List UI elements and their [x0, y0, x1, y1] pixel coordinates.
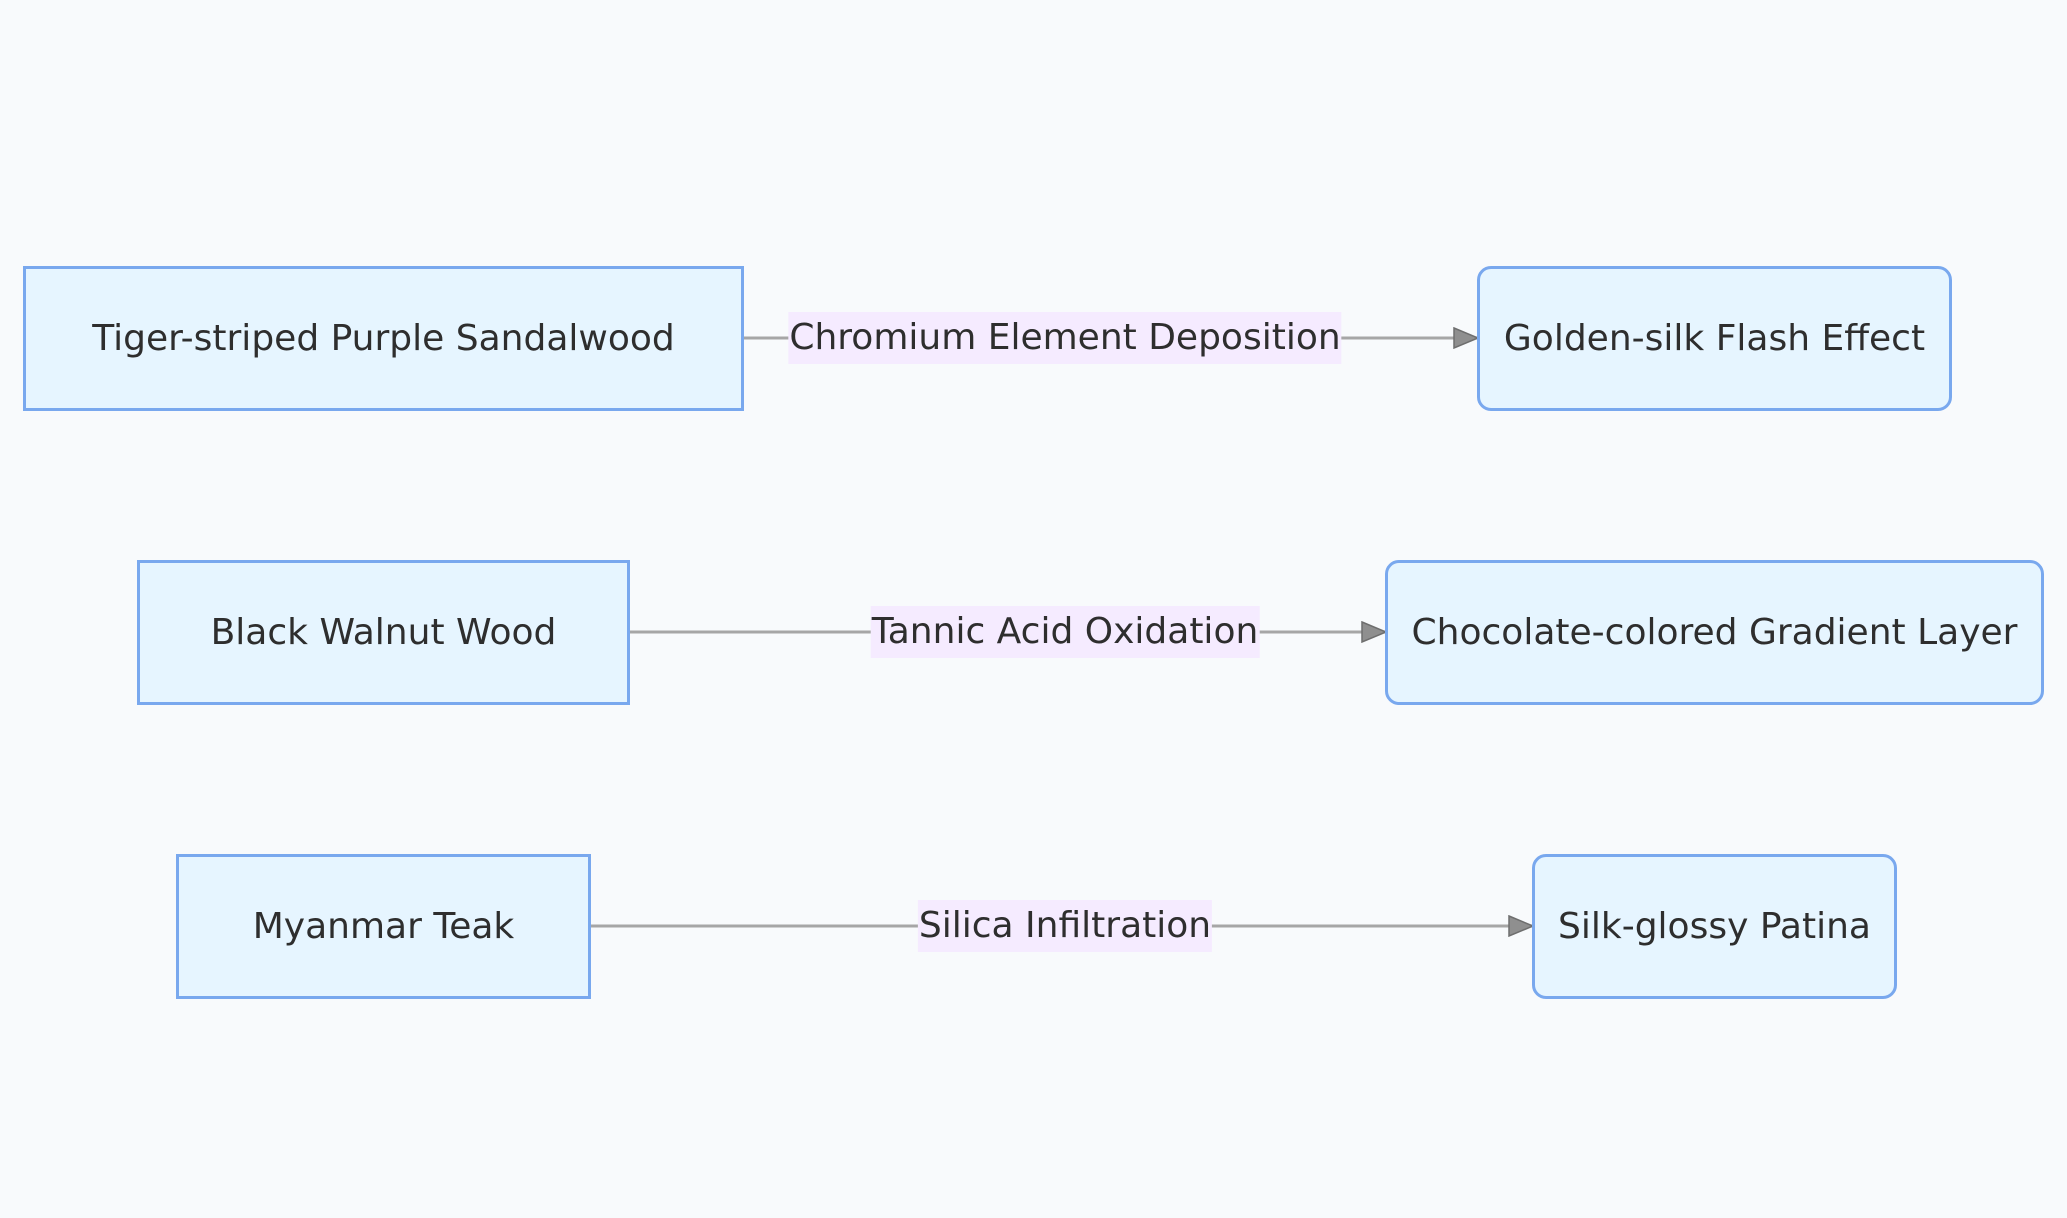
node-silk-glossy-patina[interactable]: Silk-glossy Patina: [1532, 854, 1897, 999]
node-label: Chocolate-colored Gradient Layer: [1411, 612, 2018, 653]
node-black-walnut-wood[interactable]: Black Walnut Wood: [137, 560, 630, 705]
node-label: Myanmar Teak: [252, 906, 515, 947]
edge-label-silica-infiltration: Silica Infiltration: [917, 900, 1213, 952]
node-label: Golden-silk Flash Effect: [1503, 318, 1926, 359]
node-myanmar-teak[interactable]: Myanmar Teak: [176, 854, 591, 999]
edge-label-chromium-element-deposition: Chromium Element Deposition: [788, 312, 1342, 364]
node-label: Black Walnut Wood: [210, 612, 557, 653]
edge-label-tannic-acid-oxidation: Tannic Acid Oxidation: [870, 606, 1260, 658]
node-golden-silk-flash-effect[interactable]: Golden-silk Flash Effect: [1477, 266, 1952, 411]
node-label: Silk-glossy Patina: [1558, 906, 1871, 947]
node-tiger-striped-purple-sandalwood[interactable]: Tiger-striped Purple Sandalwood: [23, 266, 744, 411]
node-chocolate-colored-gradient-layer[interactable]: Chocolate-colored Gradient Layer: [1385, 560, 2044, 705]
node-label: Tiger-striped Purple Sandalwood: [92, 318, 675, 359]
